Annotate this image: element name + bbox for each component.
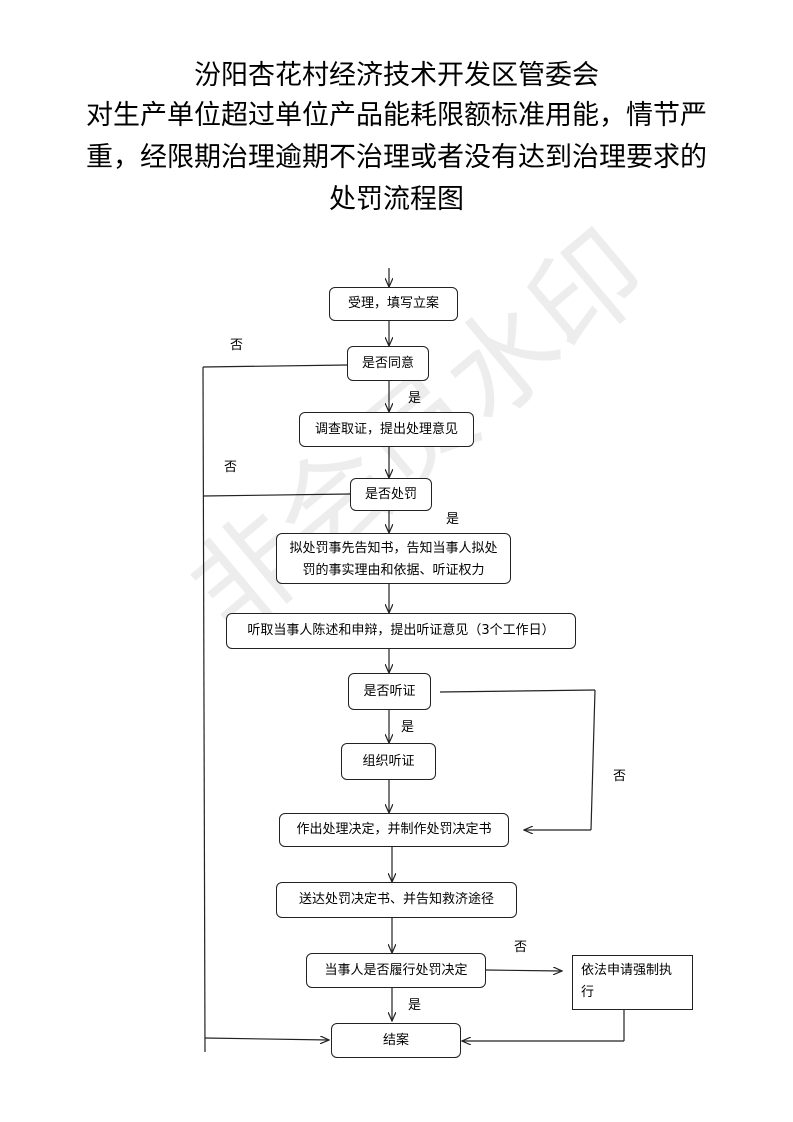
page-title-line-3: 重，经限期治理逾期不治理或者没有达到治理要求的 [86,142,707,173]
node-organize-hearing: 组织听证 [341,743,436,780]
line-agree-no [202,364,348,368]
line-right-rail [590,689,596,831]
page-title-line-4: 处罚流程图 [329,184,464,215]
node-close-case: 结案 [331,1023,461,1058]
line-punish-no [202,493,351,497]
label-yes-hearing: 是 [401,720,415,735]
label-no-comply: 否 [514,940,528,955]
label-yes-comply: 是 [408,998,422,1013]
node-enforce: 依法申请强制执行 [572,955,693,1010]
node-punish-question: 是否处罚 [350,478,432,511]
line-hearing-no [439,689,596,693]
node-hearing-statement: 听取当事人陈述和申辩，提出听证意见（3个工作日） [226,613,576,649]
page-title-line-2: 对生产单位超过单位产品能耗限额标准用能，情节严 [86,100,707,131]
page-title-line-1: 汾阳杏花村经济技术开发区管委会 [194,60,599,91]
node-accept: 受理，填写立案 [329,287,458,321]
label-yes-agree: 是 [408,391,422,406]
arrow-rail-to-close [204,1038,329,1040]
arrow-comply-no-to-enforce [485,970,562,971]
node-agree-question: 是否同意 [347,346,429,381]
label-yes-punish: 是 [446,512,460,527]
label-no-punish: 否 [224,460,238,475]
node-hearing-question: 是否听证 [348,673,431,710]
node-investigate: 调查取证，提出处理意见 [299,412,474,447]
label-no-hearing: 否 [613,769,627,784]
node-comply-question: 当事人是否履行处罚决定 [306,953,486,988]
label-no-agree: 否 [230,338,244,353]
line-left-rail [202,366,206,1053]
node-notify: 拟处罚事先告知书，告知当事人拟处罚的事实理由和依据、听证权力 [276,533,511,584]
node-decide: 作出处理决定，并制作处罚决定书 [279,813,509,847]
node-deliver: 送达处罚决定书、并告知救济途径 [276,882,517,918]
